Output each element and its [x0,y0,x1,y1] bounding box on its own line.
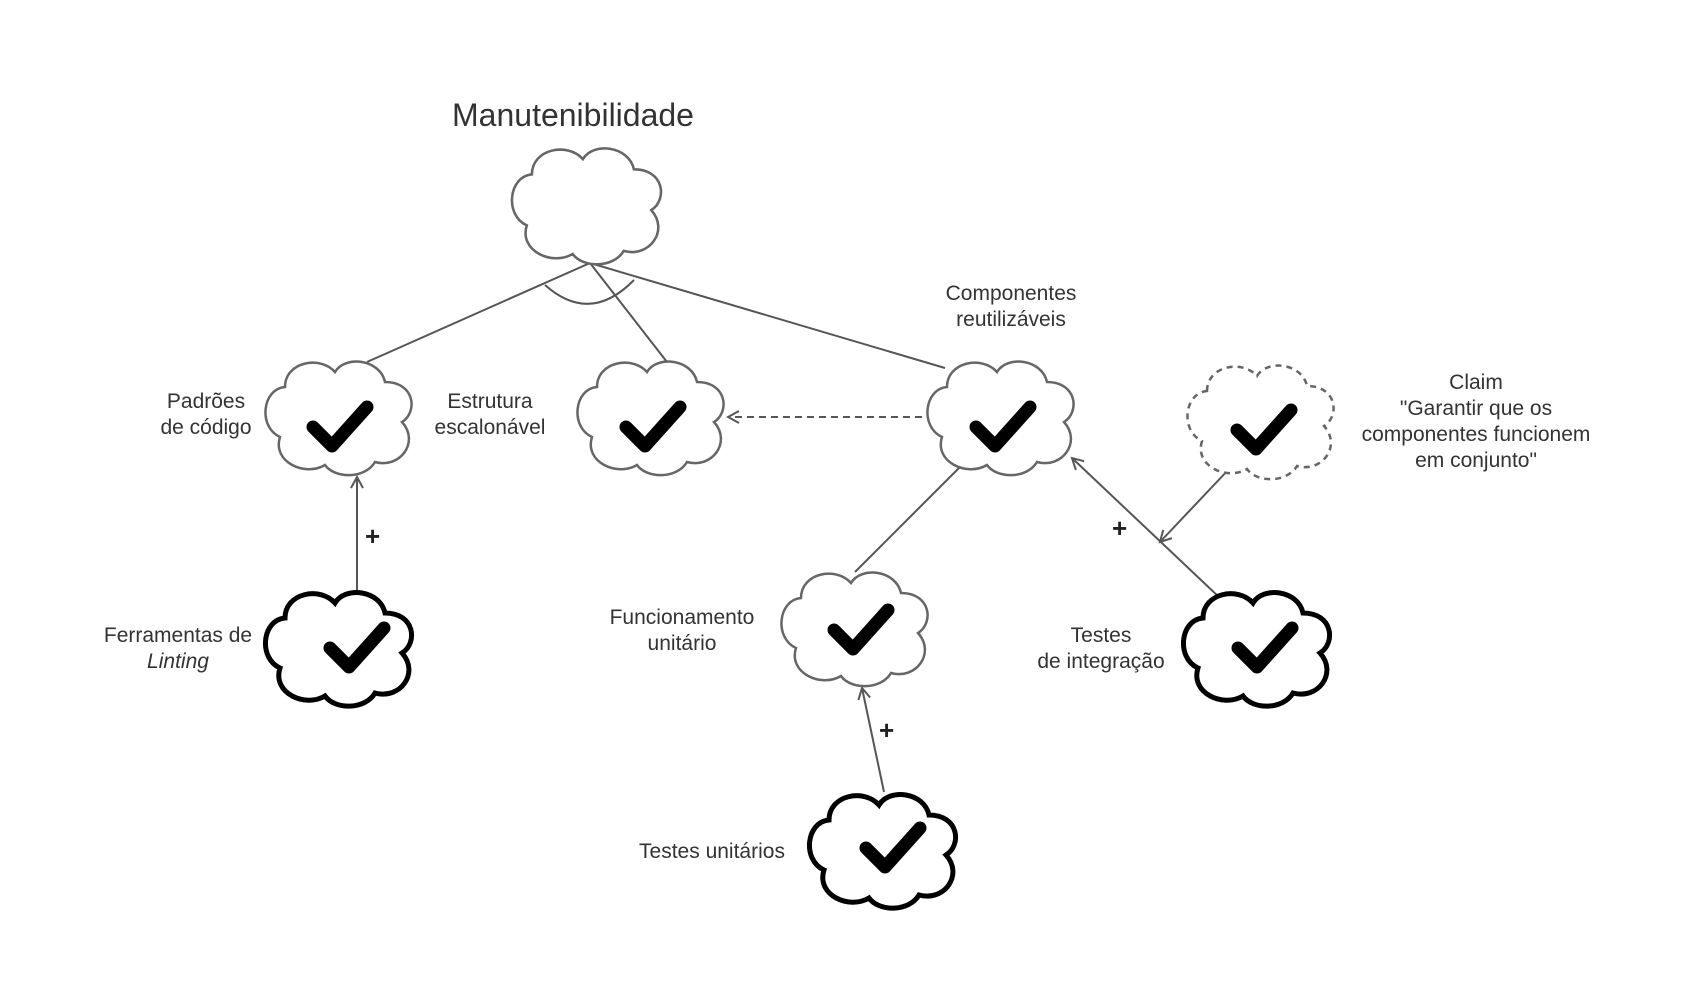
checkmark-icon [306,400,374,453]
cloud-icon [1183,593,1329,707]
checkmark-icon [969,400,1037,453]
node-funcionamento[interactable]: Funcionamento unitário [610,571,929,688]
cloud-icon [809,795,955,909]
node-funcionamento-label-2: unitário [648,632,717,655]
edge-goal-componentes [589,262,946,369]
node-componentes-label-1: Componentes [946,282,1077,305]
checkmark-icon [827,603,895,656]
cloud-icon [780,571,929,688]
node-funcionamento-label-1: Funcionamento [610,606,755,629]
node-componentes[interactable]: Componentes reutilizáveis [926,282,1077,477]
plus-testes-integracao: + [1112,513,1127,543]
node-padroes-label-2: de código [160,416,251,439]
dashed-cloud-icon [1186,364,1335,481]
node-testes-unitarios[interactable]: Testes unitários [639,795,956,909]
decomposition-edges [366,262,946,369]
checkmark-icon [859,821,927,874]
checkmark-icon [619,400,687,453]
node-testes-integracao-label-1: Testes [1071,624,1132,647]
checkmark-icon [1230,403,1298,456]
node-ferramentas-label-1: Ferramentas de [104,624,252,647]
edge-goal-padroes [366,262,591,363]
node-padroes[interactable]: Padrões de código [160,360,413,477]
contribution-edges [357,417,1231,793]
cloud-icon [926,360,1075,477]
contribution-labels: + + + [365,513,1127,745]
node-claim-label-1: Claim [1449,371,1503,394]
node-ferramentas[interactable]: Ferramentas de Linting [104,593,412,707]
node-testes-integracao[interactable]: Testes de integração [1037,593,1329,707]
node-estrutura-label-1: Estrutura [447,390,533,413]
edge-funcionamento-componentes [854,464,963,573]
edge-claim-contribution [1160,467,1231,542]
node-padroes-label-1: Padrões [167,390,245,413]
node-ferramentas-label-2: Linting [147,650,209,673]
checkmark-icon [1231,621,1299,674]
goal-cloud-icon[interactable] [510,147,663,266]
node-claim-label-4: em conjunto" [1415,449,1537,472]
checkmark-icon [323,621,391,674]
node-estrutura-label-2: escalonável [435,416,546,439]
edge-testes-integracao-componentes [1072,458,1221,599]
edge-goal-estrutura [589,262,668,363]
edge-testes-unitarios-funcionamento [862,688,885,793]
goal-title: Manutenibilidade [452,97,694,133]
and-arc [544,279,635,305]
cloud-icon [576,360,725,477]
node-componentes-label-2: reutilizáveis [956,308,1066,331]
node-claim-label-2: "Garantir que os [1400,397,1552,420]
plus-testes-unitarios: + [879,715,894,745]
plus-ferramentas: + [365,521,380,551]
node-claim[interactable]: Claim "Garantir que os componentes funci… [1186,364,1591,481]
node-testes-unitarios-label: Testes unitários [639,840,785,863]
node-claim-label-3: componentes funcionem [1362,423,1591,446]
node-estrutura[interactable]: Estrutura escalonável [435,360,725,477]
node-testes-integracao-label-2: de integração [1037,650,1164,673]
cloud-icon [264,360,413,477]
